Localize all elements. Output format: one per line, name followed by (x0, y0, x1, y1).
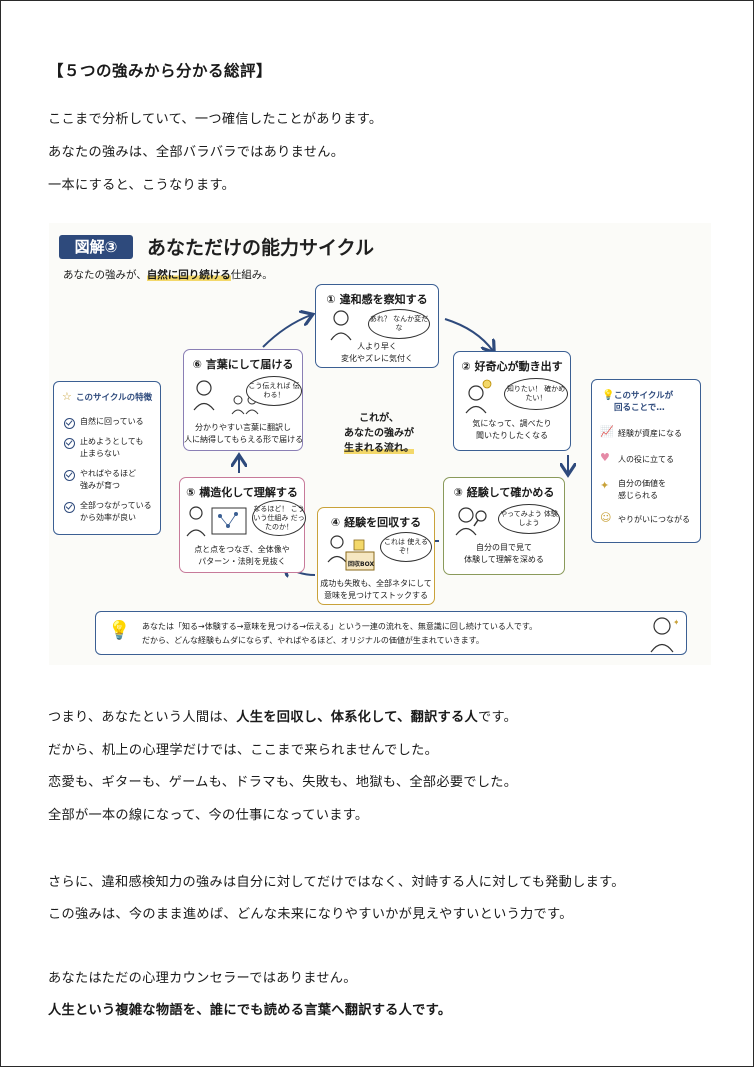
check-icon (64, 470, 75, 481)
step-4-title: ④ 経験を回収する (330, 516, 422, 529)
summary-line-1: あなたは「知る→体験する→意味を見つける→伝える」という一連の流れを、無意識に回… (142, 622, 538, 631)
step-5-box: ⑤ 構造化して理解する なるほど！ こういう仕組み だったのか！ 点と点をつなぎ… (179, 477, 306, 573)
recovery-box-label: 回収BOX (348, 561, 375, 568)
step-2-desc-1: 気になって、調べたり (472, 419, 552, 428)
intro-line-1: ここまで分析していて、一つ確信したことがあります。 (48, 112, 383, 127)
cycle-infographic: 図解③ あなただけの能力サイクル あなたの強みが、自然に回り続ける仕組み。 ① … (49, 223, 711, 665)
step-5-desc-1: 点と点をつなぎ、全体像や (194, 545, 290, 554)
step-4-desc-1: 成功も失敗も、全部ネタにして (320, 579, 432, 588)
network-diagram-icon (186, 506, 247, 537)
benefits-panel: 💡 このサイクルが回ることで… 📈経験が資産になる ♥人の役に立てる ✦自分の価… (591, 379, 701, 543)
step-3-box: ③ 経験して確かめる やってみよう 体験しよう 自分の目で見て 体験して理解を深… (443, 477, 565, 575)
center-line-2: あなたの強みが (344, 428, 414, 439)
step-2-bubble: 知りたい！ 確かめたい！ (504, 378, 568, 410)
step-4-desc-2: 意味を見つけてストックする (324, 591, 428, 600)
benefit-item-3: ✦自分の価値を感じられる (600, 479, 666, 500)
features-title: このサイクルの特徴 (76, 393, 153, 403)
step-3-bubble: やってみよう 体験しよう (498, 504, 560, 534)
center-line-1: これが、 (359, 413, 399, 424)
body-line-1: つまり、あなたという人間は、人生を回収し、体系化して、翻訳する人です。 (48, 710, 518, 725)
step-5-title: ⑤ 構造化して理解する (186, 486, 298, 499)
subtitle-post: 仕組み。 (230, 269, 273, 281)
figure-title: あなただけの能力サイクル (147, 237, 375, 259)
step-6-title: ⑥ 言葉にして届ける (192, 358, 294, 371)
step-6-desc-1: 分かりやすい言葉に翻訳し (195, 423, 291, 432)
check-icon (64, 418, 75, 429)
subtitle-highlight: 自然に回り続ける (146, 269, 231, 281)
body-line-2: だから、机上の心理学だけでは、ここまで来られませんでした。 (48, 743, 439, 758)
step-3-desc-2: 体験して理解を深める (464, 555, 544, 564)
step-1-box: ① 違和感を察知する あれ？ なんか変だな 人より早く 変化やズレに気付く (315, 284, 439, 368)
closing-statement: 人生という複雑な物語を、誰にでも読める言葉へ翻訳する人です。 (48, 1003, 452, 1018)
check-icon (64, 502, 75, 513)
growth-chart-icon: 📈 (600, 425, 614, 438)
feature-item-3: やればやるほど強みが育つ (64, 468, 136, 492)
body-line-6: この強みは、今のまま進めば、どんな未来になりやすいかが見えやすいという力です。 (48, 907, 573, 922)
benefit-item-2: ♥人の役に立てる (600, 451, 674, 465)
step-1-title: ① 違和感を察知する (326, 293, 428, 306)
lightbulb-icon: 💡 (108, 620, 131, 641)
check-icon (64, 438, 75, 449)
step-5-desc-2: パターン・法則を見抜く (198, 557, 286, 566)
body-line-4: 全部が一本の線になって、今の仕事になっています。 (48, 808, 369, 823)
step-4-box: ④ 経験を回収する 回収BOX これは 使えるぞ！ 成功も失敗も、全部ネタにして… (317, 507, 435, 605)
lightbulb-person-icon (465, 379, 492, 414)
step-1-desc-1: 人より早く (357, 342, 397, 351)
features-panel: ☆ このサイクルの特徴 自然に回っている 止めようとしても止まらない やればやる… (53, 381, 161, 535)
feature-item-2: 止めようとしても止まらない (64, 436, 143, 460)
intro-line-3: 一本にすると、こうなります。 (48, 178, 236, 193)
figure-subtitle: あなたの強みが、自然に回り続ける仕組み。 (63, 267, 273, 282)
step-5-bubble: なるほど！ こういう仕組み だったのか！ (252, 500, 306, 536)
step-3-desc-1: 自分の目で見て (476, 543, 532, 552)
heart-icon: ♥ (600, 451, 610, 464)
benefit-item-1: 📈経験が資産になる (600, 425, 682, 439)
step-4-bubble: これは 使えるぞ！ (380, 532, 432, 562)
cycle-arrows (49, 223, 711, 665)
step-6-bubble: こう伝えれば 伝わる！ (246, 376, 302, 406)
sparkle-icon: ✦ (600, 479, 610, 492)
summary-line-2: だから、どんな経験もムダにならず、やればやるほど、オリジナルの価値が生まれていき… (142, 636, 484, 645)
speaking-people-icon (193, 380, 259, 415)
recovery-box-icon (327, 535, 375, 571)
body-line-7: あなたはただの心理カウンセラーではありません。 (48, 971, 357, 986)
step-6-box: ⑥ 言葉にして届ける こう伝えれば 伝わる！ 分かりやすい言葉に翻訳し 人に納得… (183, 349, 303, 451)
center-message: これが、 あなたの強みが 生まれる流れ。 (319, 411, 439, 456)
benefits-title: このサイクルが回ることで… (614, 391, 674, 413)
step-6-desc-2: 人に納得してもらえる形で届ける (184, 435, 304, 444)
feature-item-1: 自然に回っている (64, 416, 144, 429)
intro-line-2: あなたの強みは、全部バラバラではありません。 (48, 145, 345, 160)
step-2-desc-2: 聞いたりしたくなる (476, 431, 548, 440)
svg-text:✦: ✦ (673, 618, 678, 627)
arrow-6-1 (262, 315, 311, 348)
step-2-title: ② 好奇心が動き出す (461, 360, 563, 373)
subtitle-pre: あなたの強みが、 (63, 269, 147, 281)
feature-item-4: 全部つながっているから効率が良い (64, 500, 152, 524)
body-line-3: 恋愛も、ギターも、ゲームも、ドラマも、失敗も、地獄も、全部必要でした。 (48, 775, 518, 790)
magnifier-person-icon (455, 507, 487, 536)
step-1-desc-2: 変化やズレに気付く (341, 354, 413, 363)
thumbs-up-person-icon: ✦ (650, 617, 678, 653)
step-2-box: ② 好奇心が動き出す 知りたい！ 確かめたい！ 気になって、調べたり 聞いたりし… (453, 351, 571, 451)
star-icon: ☆ (62, 390, 72, 403)
summary-bar: 💡 あなたは「知る→体験する→意味を見つける→伝える」という一連の流れを、無意識… (95, 611, 687, 655)
thinking-person-icon (330, 310, 352, 341)
step-1-bubble: あれ？ なんか変だな (368, 309, 430, 339)
page-heading: 【５つの強みから分かる総評】 (48, 62, 273, 80)
lightbulb-icon: 💡 (602, 390, 615, 401)
benefit-item-4: ☺やりがいにつながる (600, 511, 690, 525)
figure-badge: 図解③ (59, 235, 133, 259)
center-line-3: 生まれる流れ。 (343, 443, 415, 454)
step-3-title: ③ 経験して確かめる (453, 486, 555, 499)
smile-icon: ☺ (600, 511, 612, 524)
arrow-1-2 (444, 318, 493, 351)
body-line-5: さらに、違和感検知力の強みは自分に対してだけではなく、対峙する人に対しても発動し… (48, 875, 625, 890)
